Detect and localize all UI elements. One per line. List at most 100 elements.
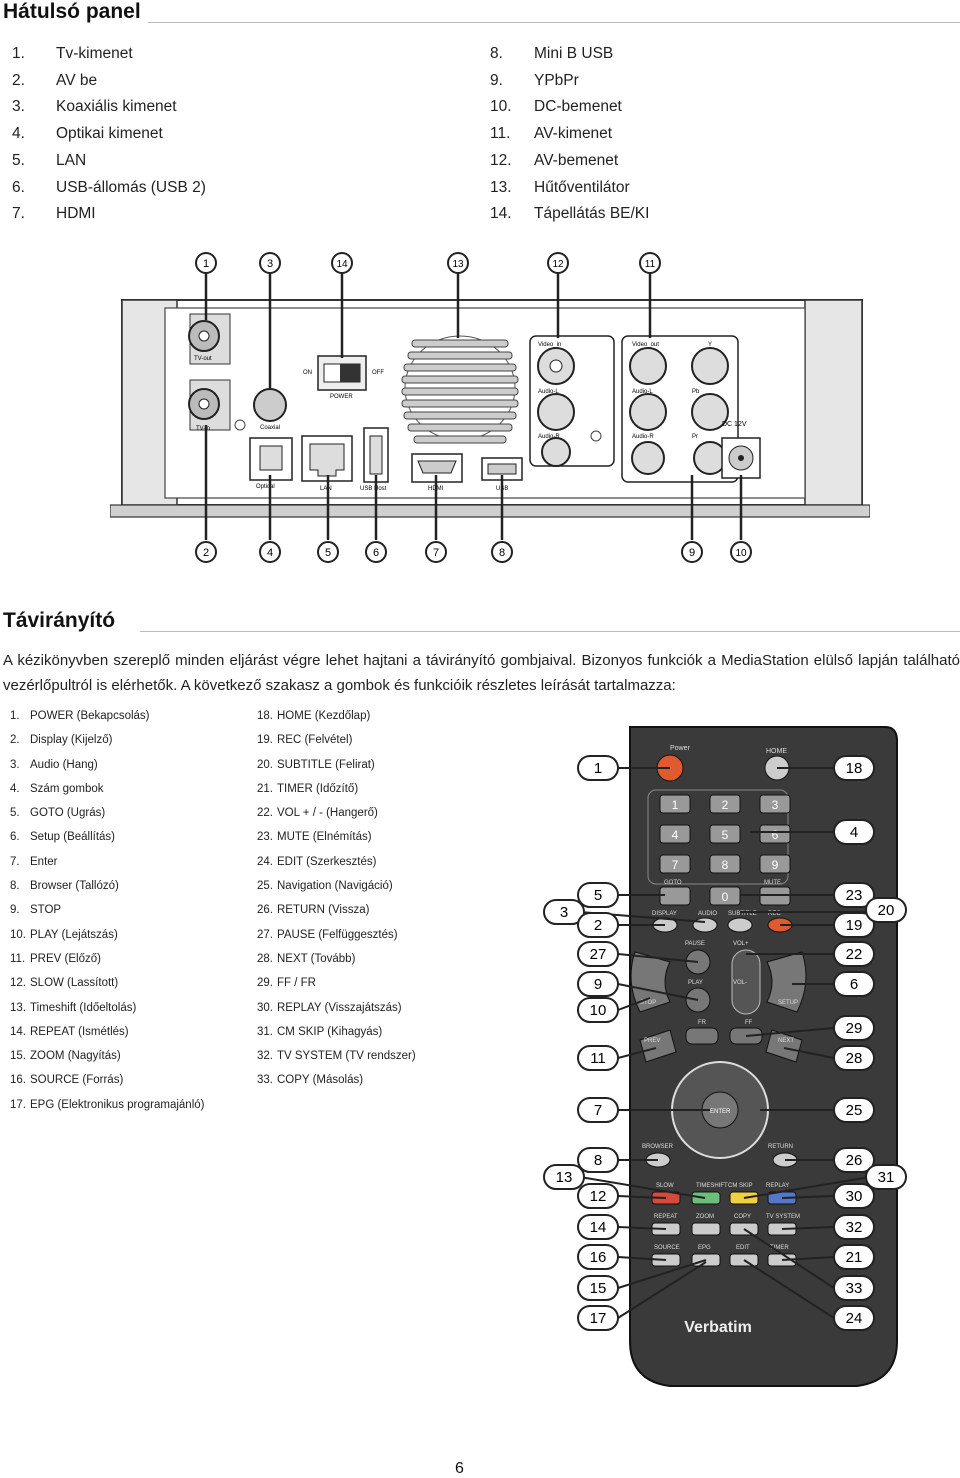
cooling-fan-grille xyxy=(401,335,519,444)
ff-label: FF xyxy=(745,1020,753,1026)
list-item: 12.SLOW (Lassított) xyxy=(10,977,119,990)
audio-label: AUDIO xyxy=(698,911,717,917)
list-item: 7.HDMI xyxy=(12,205,96,223)
list-item: 8.Browser (Tallózó) xyxy=(10,880,119,893)
list-item: 29.FF / FR xyxy=(257,977,316,990)
list-item: 20.SUBTITLE (Felirat) xyxy=(257,758,375,771)
callout-number: 13 xyxy=(556,1169,573,1186)
callout-number: 12 xyxy=(590,1188,607,1205)
enter-label: ENTER xyxy=(710,1109,731,1115)
power-label: POWER xyxy=(330,394,353,400)
lan-label: LAN xyxy=(320,486,332,492)
bottom-leader-lines xyxy=(204,425,743,540)
list-item: 13.Timeshift (Időeltolás) xyxy=(10,1001,137,1014)
list-item: 13.Hűtőventilátor xyxy=(490,178,630,196)
remote-intro-paragraph: A kézikönyvben szereplő minden eljárást … xyxy=(3,652,960,694)
callout-number: 13 xyxy=(452,259,464,270)
list-item: 33.COPY (Másolás) xyxy=(257,1074,364,1087)
callout-number: 10 xyxy=(590,1002,607,1019)
callout-number: 30 xyxy=(846,1188,863,1205)
audio-r-out-label: Audio-R xyxy=(632,434,654,440)
callout-number: 31 xyxy=(878,1169,895,1186)
audio-r-in-label: Audio-R xyxy=(538,434,560,440)
list-item: 7.Enter xyxy=(10,855,58,868)
callout-number: 21 xyxy=(846,1249,863,1266)
list-item: 11.PREV (Előző) xyxy=(10,952,101,965)
callout-number: 17 xyxy=(590,1310,607,1327)
remote-list-left: 1.POWER (Bekapcsolás) 2.Display (Kijelző… xyxy=(10,704,205,1117)
stop-button xyxy=(630,951,671,1013)
list-item: 30.REPLAY (Visszajátszás) xyxy=(257,1001,402,1014)
edit-label: EDIT xyxy=(736,1245,750,1251)
prev-button xyxy=(639,1029,677,1063)
list-item: 22.VOL + / - (Hangerő) xyxy=(257,807,378,820)
digit-labels: 1 2 3 4 5 6 7 8 9 0 xyxy=(672,798,779,904)
vol-minus-label: VOL- xyxy=(733,980,747,986)
pause-label: PAUSE xyxy=(685,941,705,947)
list-item: 21.TIMER (Időzítő) xyxy=(257,782,359,795)
remote-body xyxy=(629,726,898,1387)
list-item: 4.Optikai kimenet xyxy=(12,125,163,143)
casing-right-side xyxy=(804,299,863,506)
usb-host-label: USB Host xyxy=(360,486,387,492)
list-item: 23.MUTE (Elnémítás) xyxy=(257,831,372,844)
audio-l-out-label: Audio-L xyxy=(632,389,653,395)
top-leader-lines xyxy=(204,272,652,390)
list-item: 15.ZOOM (Nagyítás) xyxy=(10,1050,121,1063)
callout-number: 22 xyxy=(846,946,863,963)
callout-number: 8 xyxy=(499,547,505,559)
list-item: 10.DC-bemenet xyxy=(490,98,622,116)
repeat-label: REPEAT xyxy=(654,1214,678,1220)
callout-number: 23 xyxy=(846,887,863,904)
browser-label: BROWSER xyxy=(642,1144,674,1150)
setup-button xyxy=(766,951,807,1013)
top-callouts: 1 3 14 13 12 11 xyxy=(195,252,661,274)
callout-number: 4 xyxy=(850,824,858,841)
audio-l-in-label: Audio-L xyxy=(538,389,559,395)
rec-label: REC xyxy=(768,911,781,917)
back-panel-list-left: 1.Tv-kimenet 2.AV be 3.Koaxiális kimenet… xyxy=(12,41,206,228)
list-item: 6.Setup (Beállítás) xyxy=(10,831,116,844)
list-item: 24.EDIT (Szerkesztés) xyxy=(257,855,377,868)
return-label: RETURN xyxy=(768,1144,793,1150)
callout-number: 32 xyxy=(846,1219,863,1236)
callout-number: 3 xyxy=(267,258,273,270)
callout-number: 8 xyxy=(594,1152,602,1169)
list-item: 5.GOTO (Ugrás) xyxy=(10,807,106,820)
mute-label: MUTE xyxy=(764,880,781,886)
switch-on-label: ON xyxy=(303,370,312,376)
copy-label: COPY xyxy=(734,1214,751,1220)
callout-number: 2 xyxy=(203,547,209,559)
remote-right-callouts: 18 4 23 19 20 22 6 29 28 25 26 31 30 32 … xyxy=(833,755,907,1331)
list-item: 3.Audio (Hang) xyxy=(10,758,98,771)
callout-number: 20 xyxy=(878,902,895,919)
callout-number: 9 xyxy=(594,976,602,993)
callout-number: 12 xyxy=(552,259,564,270)
prev-label: PREV xyxy=(644,1038,660,1044)
timeshift-label: TIMESHIFT xyxy=(696,1183,728,1189)
callout-number: 7 xyxy=(433,547,439,559)
list-item: 18.HOME (Kezdőlap) xyxy=(257,710,371,722)
list-item: 3.Koaxiális kimenet xyxy=(12,98,177,116)
video-in-label: Video_in xyxy=(538,342,561,348)
switch-off-label: OFF xyxy=(372,370,384,376)
callout-number: 25 xyxy=(846,1102,863,1119)
list-item: 14.Tápellátás BE/KI xyxy=(490,205,650,223)
callout-number: 16 xyxy=(590,1249,607,1266)
vol-plus-label: VOL+ xyxy=(733,941,749,947)
callout-number: 10 xyxy=(735,548,747,559)
list-item: 27.PAUSE (Felfüggesztés) xyxy=(257,928,398,941)
callout-number: 29 xyxy=(846,1020,863,1037)
optical-label: Optical xyxy=(256,484,275,490)
list-item: 9.YPbPr xyxy=(490,71,579,89)
list-item: 1.POWER (Bekapcsolás) xyxy=(10,710,150,722)
list-item: 11.AV-kimenet xyxy=(490,125,613,143)
list-item: 26.RETURN (Vissza) xyxy=(257,904,370,917)
title-rule xyxy=(140,631,960,632)
video-out-label: Video_out xyxy=(632,342,659,348)
back-panel-diagram: TV-out TV-in Coaxial Optical ON OFF POWE… xyxy=(110,252,870,563)
brand-logo: Verbatim xyxy=(684,1319,752,1336)
list-item: 31.CM SKIP (Kihagyás) xyxy=(257,1025,383,1038)
list-item: 10.PLAY (Lejátszás) xyxy=(10,928,118,941)
bottom-callouts: 2 4 5 6 7 8 9 10 xyxy=(195,541,752,563)
